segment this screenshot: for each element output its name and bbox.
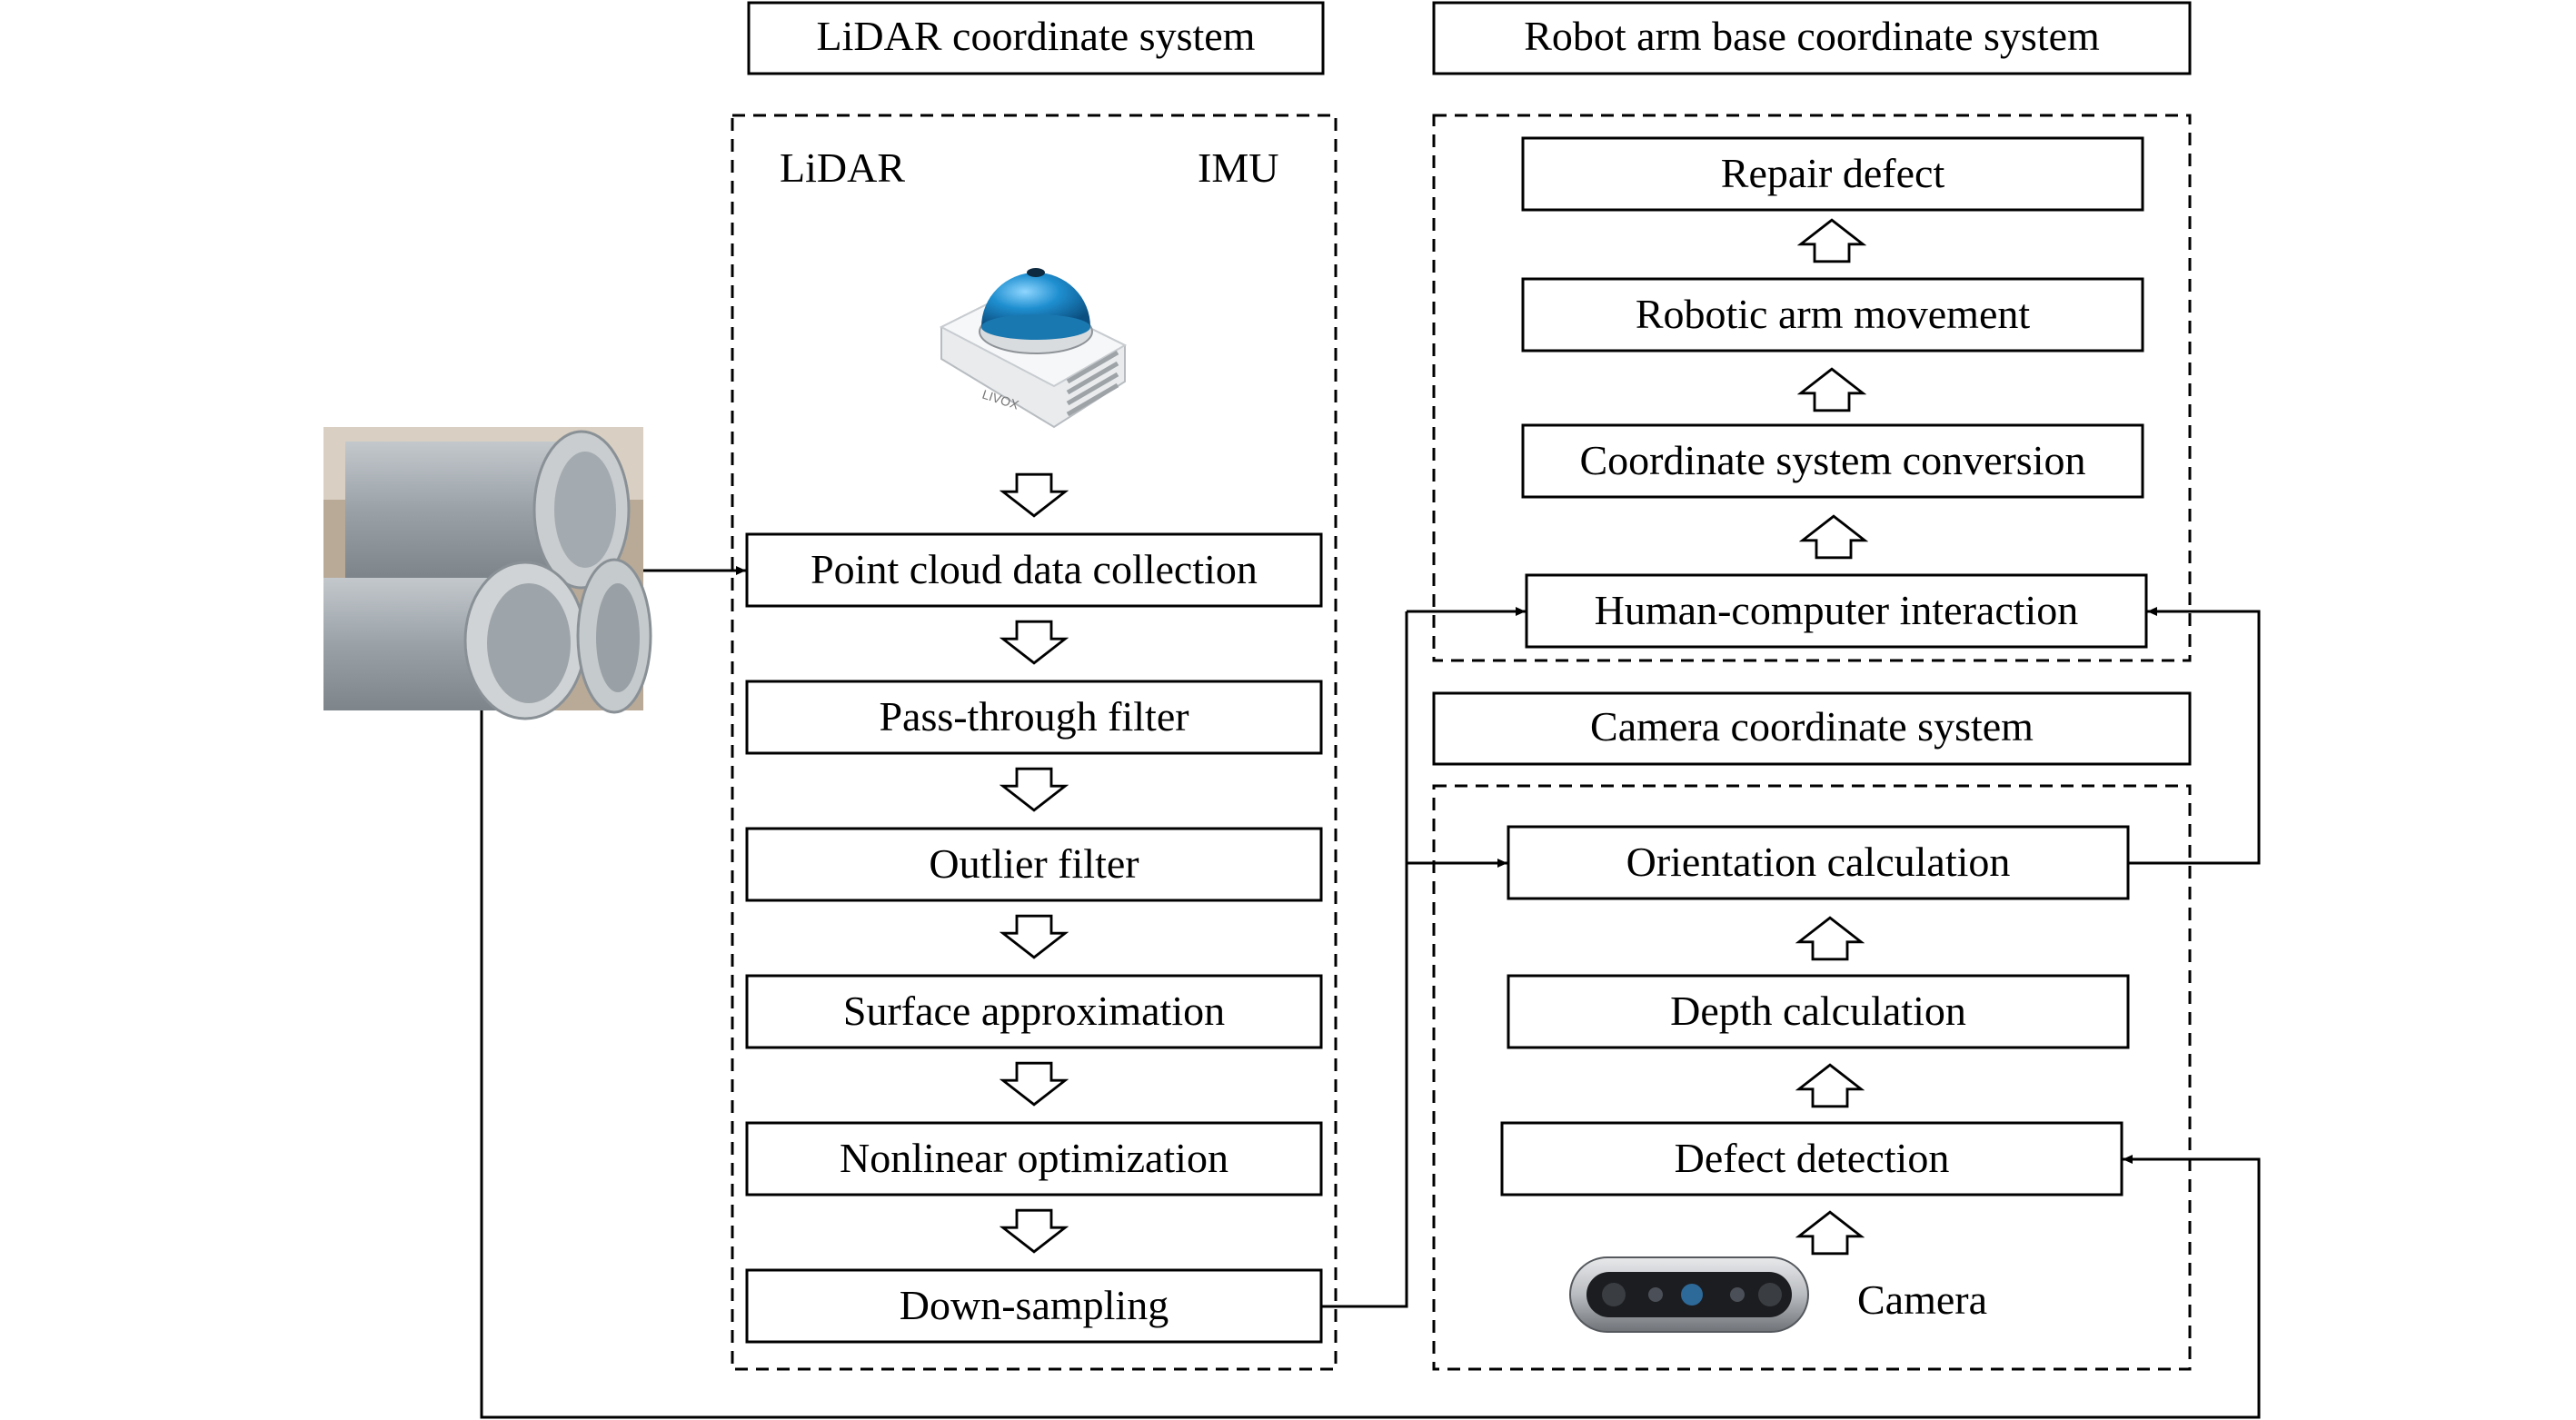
- robot-step-2-label: Robotic arm movement: [1636, 291, 2031, 337]
- robot-step-3-label: Coordinate system conversion: [1579, 437, 2085, 483]
- camera-title: Camera coordinate system: [1590, 703, 2034, 750]
- lidar-step-4-label: Surface approximation: [843, 988, 1225, 1034]
- lidar-step-1-label: Point cloud data collection: [811, 546, 1258, 592]
- flow-arrow-up-icon: [1797, 916, 1863, 961]
- flow-arrow-down-icon: [1001, 620, 1067, 665]
- connector-orientation-to-human-computer: [2128, 607, 2261, 865]
- flow-arrow-down-icon: [1001, 472, 1067, 518]
- depth-camera-image: [1569, 1256, 1809, 1333]
- lidar-step-4: Surface approximation: [745, 974, 1323, 1049]
- connector-downsampling-trunk: [1321, 611, 1408, 1308]
- camera-step-3-label: Defect detection: [1675, 1135, 1950, 1181]
- robot-title-box: Robot arm base coordinate system: [1432, 1, 2192, 75]
- lidar-sensor-image: LIVOX: [939, 268, 1128, 429]
- lidar-step-3: Outlier filter: [745, 827, 1323, 902]
- lidar-step-2: Pass-through filter: [745, 680, 1323, 755]
- camera-step-2: Depth calculation: [1507, 974, 2130, 1049]
- lidar-step-3-label: Outlier filter: [929, 840, 1139, 887]
- camera-step-3: Defect detection: [1500, 1121, 2123, 1197]
- robot-title: Robot arm base coordinate system: [1524, 13, 2100, 59]
- flow-arrow-up-icon: [1799, 367, 1865, 412]
- flow-arrow-down-icon: [1001, 767, 1067, 812]
- camera-step-1-label: Orientation calculation: [1626, 839, 2011, 885]
- robot-step-1-label: Repair defect: [1721, 150, 1945, 196]
- robot-step-2: Robotic arm movement: [1521, 277, 2144, 353]
- robot-group: [1432, 114, 2192, 662]
- lidar-step-5-label: Nonlinear optimization: [840, 1135, 1228, 1181]
- connector-pipe-to-defect-detection: [480, 710, 2261, 1419]
- lidar-label: LiDAR: [780, 144, 905, 191]
- camera-step-1: Orientation calculation: [1507, 825, 2130, 900]
- concrete-pipe-image: [323, 427, 652, 720]
- camera-group: [1432, 784, 2192, 1371]
- imu-label: IMU: [1198, 144, 1278, 191]
- flow-arrow-down-icon: [1001, 1208, 1067, 1254]
- robot-step-4-label: Human-computer interaction: [1595, 587, 2079, 633]
- lidar-title-box: LiDAR coordinate system: [747, 1, 1325, 75]
- lidar-title: LiDAR coordinate system: [817, 13, 1256, 59]
- robot-step-4: Human-computer interaction: [1525, 573, 2148, 649]
- lidar-step-2-label: Pass-through filter: [879, 693, 1189, 740]
- lidar-step-5: Nonlinear optimization: [745, 1121, 1323, 1197]
- camera-title-box: Camera coordinate system: [1432, 691, 2192, 766]
- lidar-step-1: Point cloud data collection: [745, 532, 1323, 608]
- flow-arrow-up-icon: [1797, 1210, 1863, 1256]
- flow-arrow-down-icon: [1001, 914, 1067, 959]
- camera-label: Camera: [1857, 1276, 1987, 1323]
- lidar-step-6-label: Down-sampling: [900, 1282, 1169, 1328]
- lidar-group: [731, 114, 1338, 1371]
- flow-arrow-down-icon: [1001, 1061, 1067, 1107]
- lidar-step-6: Down-sampling: [745, 1268, 1323, 1344]
- flow-arrow-up-icon: [1799, 218, 1865, 263]
- robot-step-1: Repair defect: [1521, 136, 2144, 212]
- flow-arrow-up-icon: [1801, 514, 1866, 560]
- camera-step-2-label: Depth calculation: [1670, 988, 1966, 1034]
- flow-arrow-up-icon: [1797, 1063, 1863, 1108]
- robot-step-3: Coordinate system conversion: [1521, 423, 2144, 499]
